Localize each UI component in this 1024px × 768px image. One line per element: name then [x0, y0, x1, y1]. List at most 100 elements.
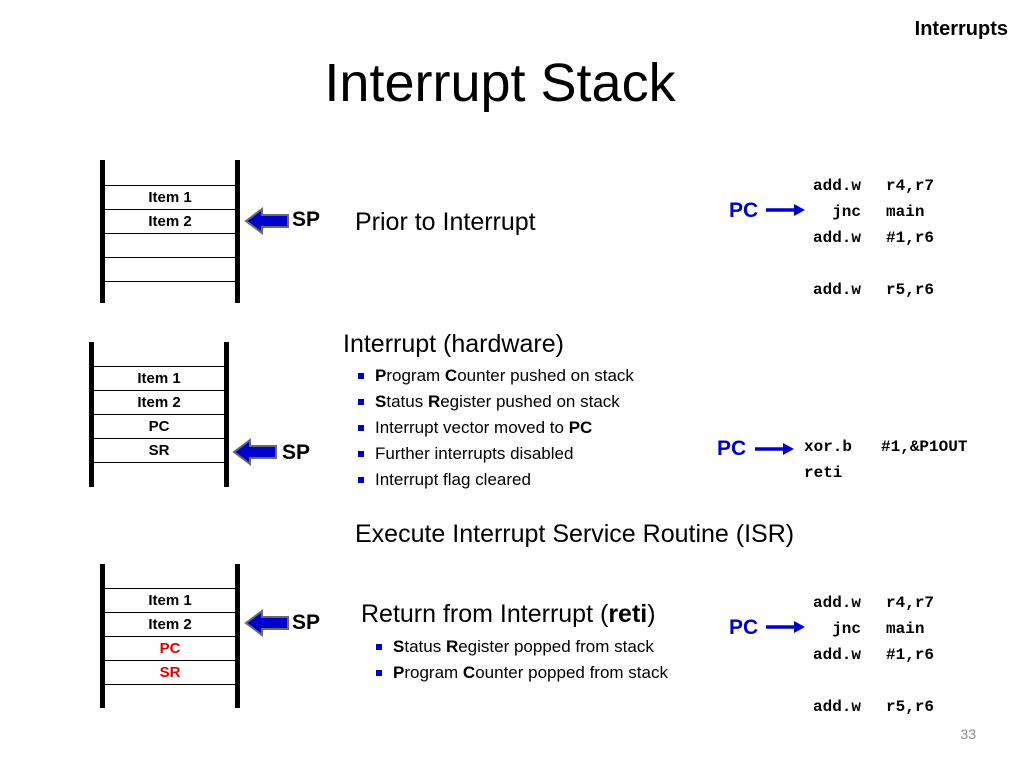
sp-label: SP	[282, 441, 311, 464]
stack-right-rail	[235, 160, 240, 303]
code-arg: #1,r6	[886, 646, 935, 664]
stack-cell: Item 2	[89, 390, 229, 414]
bullet-bold: P	[393, 663, 405, 682]
bullet-square-icon	[376, 644, 382, 650]
bullet-item: Status Register pushed on stack	[356, 389, 634, 415]
stack-interrupt: Item 1 Item 2 PC SR	[89, 342, 229, 487]
code-arg	[885, 668, 935, 694]
bullet-bold: C	[444, 366, 458, 385]
stack-cell: Item 1	[89, 366, 229, 390]
code-op: add.w	[813, 594, 862, 612]
bullet-bold: S	[393, 637, 405, 656]
bullet-square-icon	[358, 451, 364, 457]
bullet-item: Program Counter pushed on stack	[356, 363, 634, 389]
bullet-square-icon	[376, 670, 382, 676]
code-op: add.w	[813, 281, 862, 299]
stack-cell	[100, 257, 240, 282]
pc-arrow-icon	[766, 621, 805, 633]
bullet-text: egister popped from stack	[458, 637, 654, 656]
sp-arrow-icon	[244, 609, 289, 637]
isr-code-listing: xor.b #1,&P1OUT reti	[803, 434, 968, 486]
panel-heading: Interrupt (hardware)	[343, 330, 564, 358]
bullet-square-icon	[358, 373, 364, 379]
sp-label: SP	[292, 208, 321, 231]
code-arg: r5,r6	[886, 698, 935, 716]
bullet-bold: PC	[568, 418, 593, 437]
bullet-square-icon	[358, 425, 364, 431]
bullet-text: Further interrupts disabled	[375, 444, 574, 463]
stack-left-rail	[100, 160, 105, 303]
code-arg: #1,r6	[886, 229, 935, 247]
bullet-item: Interrupt vector moved to PC	[356, 415, 634, 441]
panel-heading: Prior to Interrupt	[355, 208, 536, 236]
bullet-item: Program Counter popped from stack	[374, 660, 668, 686]
pc-label: PC	[729, 616, 759, 639]
bullet-bold: R	[445, 637, 459, 656]
code-op: add.w	[813, 698, 862, 716]
bullet-text: egister pushed on stack	[440, 392, 620, 411]
code-arg: r4,r7	[886, 594, 935, 612]
code-op: jnc	[832, 620, 862, 638]
stack-cell-popped: SR	[100, 660, 240, 685]
code-op: jnc	[832, 203, 862, 221]
code-op	[812, 251, 885, 277]
bullet-item: Further interrupts disabled	[356, 441, 634, 467]
stack-cell-popped: PC	[100, 636, 240, 660]
page-number: 33	[960, 726, 976, 742]
bullet-item: Interrupt flag cleared	[356, 467, 634, 493]
stack-cell: Item 2	[100, 209, 240, 233]
code-arg: #1,&P1OUT	[881, 438, 968, 456]
pc-arrow-icon	[766, 204, 805, 216]
stack-cell: Item 2	[100, 612, 240, 636]
code-op: add.w	[813, 646, 862, 664]
heading-bold: reti	[608, 600, 648, 628]
bullet-item: Status Register popped from stack	[374, 634, 668, 660]
code-arg: r4,r7	[886, 177, 935, 195]
bullet-square-icon	[358, 477, 364, 483]
bullet-text: Interrupt vector moved to	[375, 418, 569, 437]
stack-cell: Item 1	[100, 185, 240, 209]
section-tag: Interrupts	[914, 18, 1008, 40]
code-arg	[880, 460, 968, 486]
stack-return: Item 1 Item 2 PC SR	[100, 564, 240, 708]
bullet-square-icon	[358, 399, 364, 405]
code-op: xor.b	[804, 438, 853, 456]
stack-cell: PC	[89, 414, 229, 438]
code-arg	[885, 251, 935, 277]
slide-title: Interrupt Stack	[324, 53, 676, 113]
code-arg: main	[886, 620, 925, 638]
bullet-bold: P	[375, 366, 387, 385]
code-op: add.w	[813, 229, 862, 247]
bullet-text: Interrupt flag cleared	[375, 470, 531, 489]
pc-label: PC	[729, 199, 759, 222]
bullet-bold: C	[462, 663, 476, 682]
code-op	[812, 668, 885, 694]
code-op: reti	[804, 464, 843, 482]
code-arg: r5,r6	[886, 281, 935, 299]
sp-arrow-icon	[232, 438, 277, 466]
bullet-text: rogram	[404, 663, 463, 682]
sp-arrow-icon	[244, 207, 289, 235]
code-listing: add.w r4,r7 jnc main add.w #1,r6 add.w r5,r6	[812, 590, 935, 720]
code-op: add.w	[813, 177, 862, 195]
bullet-text: ounter popped from stack	[475, 663, 668, 682]
stack-prior: Item 1 Item 2	[100, 160, 240, 303]
pc-arrow-icon	[755, 443, 794, 455]
isr-heading: Execute Interrupt Service Routine (ISR)	[355, 520, 795, 548]
stack-cell: Item 1	[100, 588, 240, 612]
bullet-bold: S	[375, 392, 387, 411]
bullet-text: rogram	[386, 366, 445, 385]
heading-text: )	[647, 600, 656, 628]
stack-cell	[100, 233, 240, 257]
sp-label: SP	[292, 611, 321, 634]
code-arg: main	[886, 203, 925, 221]
code-listing: add.w r4,r7 jnc main add.w #1,r6 add.w r5,r6	[812, 173, 935, 303]
bullet-list: Status Register popped from stack Progra…	[374, 634, 668, 686]
bullet-bold: R	[427, 392, 441, 411]
bullet-text: tatus	[386, 392, 428, 411]
stack-cell: SR	[89, 438, 229, 463]
bullet-text: tatus	[404, 637, 446, 656]
pc-label: PC	[717, 437, 747, 460]
panel-heading: Return from Interrupt (reti)	[361, 600, 656, 629]
heading-text: Return from Interrupt (	[361, 600, 609, 628]
